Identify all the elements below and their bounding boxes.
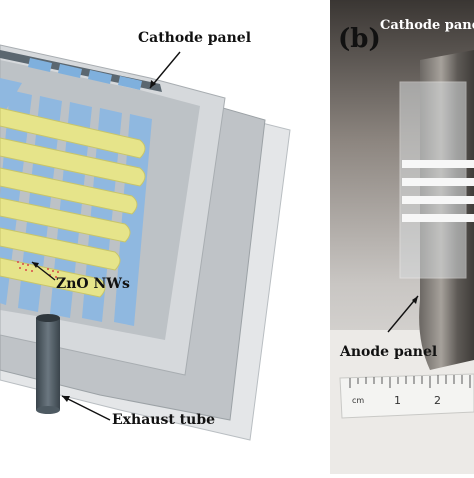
anode-callout-line xyxy=(387,295,419,333)
zno-nws-label: ZnO NWs xyxy=(56,276,130,292)
ruler-tick-1: 1 xyxy=(394,394,401,407)
panel-b-letter: (b) xyxy=(338,24,381,54)
schematic-diagram xyxy=(0,44,291,441)
exhaust-tube xyxy=(36,314,60,414)
top-electrode-pads xyxy=(0,50,162,92)
panel-b-cathode-label: Cathode panel xyxy=(380,18,474,33)
gate-stripe xyxy=(0,107,146,159)
cathode-panel-label: Cathode panel xyxy=(138,30,252,46)
panel-b-photo: cm 1 2 (b) Cathode panel Anode panel xyxy=(330,0,474,474)
exhaust-callout-line xyxy=(61,395,111,421)
ruler-tick-2: 2 xyxy=(434,394,441,407)
gate-stripe xyxy=(0,197,131,243)
zno-nanowire-dots xyxy=(17,261,59,278)
exhaust-tube-label: Exhaust tube xyxy=(112,412,216,428)
ruler: cm 1 2 xyxy=(339,373,474,419)
panel-b-anode-label: Anode panel xyxy=(340,344,438,360)
ruler-unit: cm xyxy=(352,396,364,405)
gate-stripe xyxy=(0,137,146,187)
gate-stripe xyxy=(0,167,138,215)
white-electrode-strips xyxy=(402,160,474,222)
device-photo: cm 1 2 xyxy=(330,0,474,474)
gate-stripe xyxy=(0,227,121,271)
panel-a-schematic: Cathode panel ZnO NWs Exhaust tube xyxy=(0,30,291,441)
cathode-callout-line xyxy=(149,51,181,89)
